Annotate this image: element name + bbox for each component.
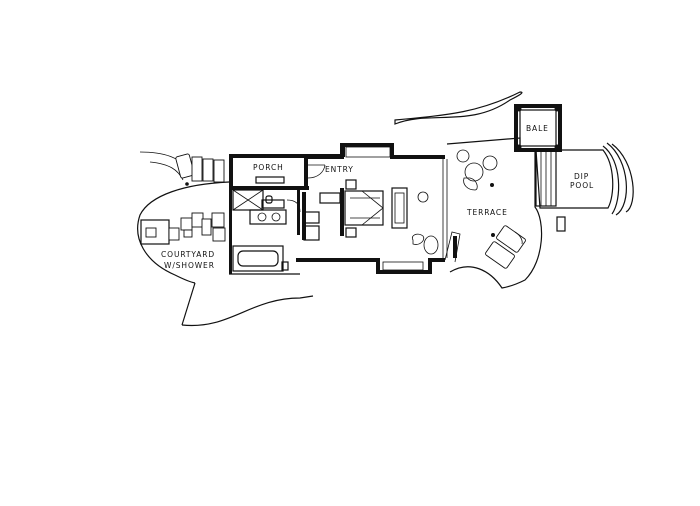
bale-label: BALE: [526, 124, 549, 133]
terrace-label: TERRACE: [466, 208, 508, 217]
courtyard-label-line1: COURTYARD: [161, 250, 215, 259]
courtyard: [137, 151, 314, 327]
terrace: [446, 137, 566, 289]
garden-wall: [394, 91, 523, 125]
entry-bedroom-block: [296, 143, 461, 274]
entry-label: ENTRY: [325, 165, 354, 174]
porch-label: PORCH: [253, 163, 284, 172]
dip-pool: [535, 142, 634, 216]
porch-bath-block: [229, 154, 309, 274]
courtyard-label-line2: W/SHOWER: [164, 261, 215, 270]
dip-pool-label-line1: DIP: [574, 172, 589, 181]
dip-pool-label-line2: POOL: [570, 181, 594, 190]
